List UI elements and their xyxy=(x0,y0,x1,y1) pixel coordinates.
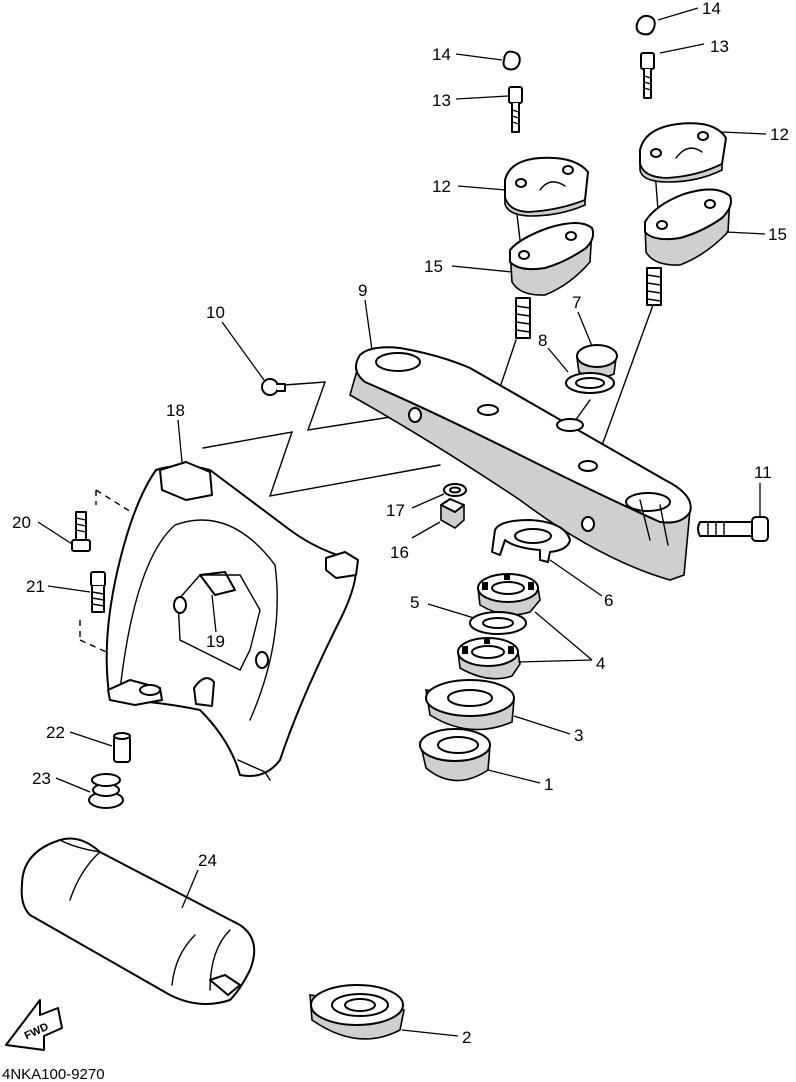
callout-16: 16 xyxy=(390,543,409,562)
callout-18: 18 xyxy=(166,401,185,420)
callout-3: 3 xyxy=(574,726,583,745)
callout-7: 7 xyxy=(572,293,581,312)
callout-13-left: 13 xyxy=(432,91,451,110)
lock-washer-6 xyxy=(491,519,571,563)
bolt-13-right xyxy=(640,52,655,99)
nut-16 xyxy=(440,498,465,529)
bolt-20 xyxy=(71,511,91,552)
bearing-1 xyxy=(418,728,491,782)
callout-15-left: 15 xyxy=(424,257,443,276)
headlight-bracket-18 xyxy=(105,461,359,781)
callout-10: 10 xyxy=(206,303,225,322)
collar-22 xyxy=(113,732,131,763)
callout-2: 2 xyxy=(462,1028,471,1047)
callout-12-left: 12 xyxy=(432,177,451,196)
grommet-23 xyxy=(88,773,124,809)
callout-11: 11 xyxy=(754,463,772,482)
upper-clamp-12-right xyxy=(639,122,727,183)
callout-14-right: 14 xyxy=(702,0,721,18)
callout-9: 9 xyxy=(358,281,367,300)
callout-23: 23 xyxy=(32,769,51,788)
diagram-code: 4NKA100-9270 xyxy=(2,1066,105,1082)
callout-8: 8 xyxy=(538,331,547,350)
callout-6: 6 xyxy=(604,591,613,610)
bolt-11 xyxy=(697,516,769,542)
callout-5: 5 xyxy=(410,593,419,612)
dust-seal-3 xyxy=(425,679,515,731)
washer-17 xyxy=(443,483,467,497)
callout-17: 17 xyxy=(386,501,405,520)
callout-14-left: 14 xyxy=(432,45,451,64)
lower-clamp-15-left xyxy=(509,222,595,339)
ring-nut-4-upper xyxy=(477,573,541,616)
upper-clamp-12-left xyxy=(504,156,589,217)
callout-21: 21 xyxy=(26,577,45,596)
callout-12-right: 12 xyxy=(770,125,789,144)
lower-clamp-15-right xyxy=(644,188,732,306)
screw-10 xyxy=(261,378,286,396)
washer-8 xyxy=(565,372,615,394)
ring-nut-4-lower xyxy=(457,637,521,680)
callout-22: 22 xyxy=(46,723,65,742)
cap-14-left xyxy=(502,50,521,71)
leader-lines xyxy=(37,7,767,1037)
callout-4-a: 4 xyxy=(596,654,605,673)
callout-19: 19 xyxy=(206,632,225,651)
cap-14-right xyxy=(635,14,656,36)
callout-15-right: 15 xyxy=(768,225,787,244)
cover-24 xyxy=(20,837,256,1005)
callout-labels: 1 2 3 4 4 5 6 7 8 9 10 11 12 12 13 13 14… xyxy=(12,0,789,1047)
fwd-arrow-icon: FWD xyxy=(5,999,63,1051)
washer-5 xyxy=(469,611,527,635)
callout-13-right: 13 xyxy=(710,37,729,56)
bearing-2 xyxy=(309,984,405,1040)
upper-bracket-9 xyxy=(349,346,692,581)
callout-24: 24 xyxy=(198,851,217,870)
bolt-13-left xyxy=(508,86,523,133)
callout-20: 20 xyxy=(12,513,31,532)
bolt-21 xyxy=(90,571,106,613)
callout-1: 1 xyxy=(544,775,553,794)
